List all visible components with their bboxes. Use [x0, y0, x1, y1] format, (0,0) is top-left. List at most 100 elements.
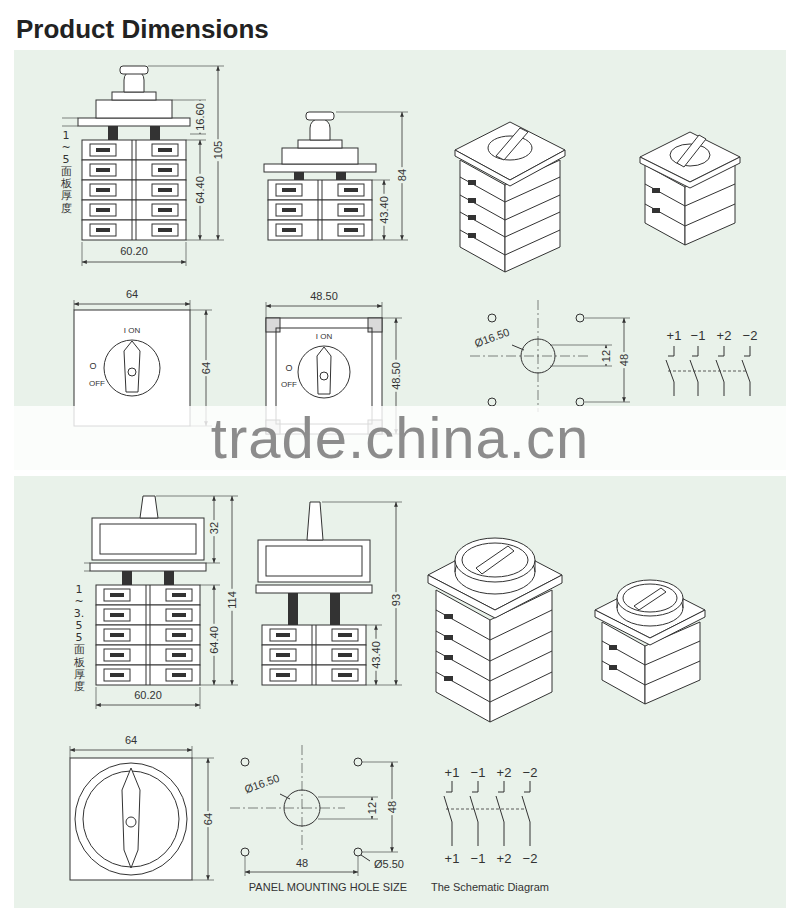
dimension: 64 — [203, 811, 214, 827]
contact-schematic — [446, 792, 452, 793]
panel-hole-view — [576, 314, 584, 322]
contact-schematic — [446, 809, 526, 810]
switch-side-view — [82, 220, 186, 240]
dimension-lines — [382, 318, 402, 319]
dimension-lines — [366, 685, 402, 686]
switch-side-view — [258, 540, 370, 582]
dimension: 43.40 — [379, 194, 390, 226]
watermark: trade.china.cn — [211, 409, 589, 467]
switch-3d-view — [602, 641, 645, 665]
dimension: 48 — [619, 352, 630, 368]
contact-schematic — [724, 382, 725, 396]
switch-side-view — [96, 100, 172, 118]
contact-schematic — [478, 781, 479, 792]
dimension: 12 — [601, 348, 612, 364]
dimension-lines — [82, 262, 186, 263]
terminal-label: −2 — [523, 766, 538, 779]
switch-3d-view — [677, 135, 706, 167]
switch-3d-view — [436, 672, 490, 702]
switch-3d-view — [617, 580, 683, 616]
contact-schematic — [718, 356, 724, 357]
contact-schematic — [750, 382, 751, 396]
switch-front-view — [122, 768, 140, 868]
switch-front-view — [70, 758, 192, 880]
dimension-lines — [70, 750, 192, 751]
switch-front-view — [317, 347, 331, 394]
dimension-lines — [322, 502, 402, 685]
panel-hole-view — [488, 314, 496, 322]
panel-hole-view — [538, 300, 539, 412]
switch-side-view — [268, 200, 372, 220]
switch-3d-view — [455, 122, 565, 180]
panel-hole-view — [230, 745, 398, 876]
panel-hole-view — [550, 366, 612, 367]
switch-3d-view — [444, 676, 453, 681]
contact-schematic — [698, 346, 699, 356]
switch-3d-view — [623, 584, 677, 612]
switch-3d-view — [490, 631, 552, 661]
switch-side-view — [264, 164, 376, 172]
switch-3d-view — [462, 543, 528, 577]
dimension-lines — [266, 302, 267, 318]
contact-schematic — [444, 781, 530, 846]
switch-side-view — [336, 172, 346, 180]
panel-hole-view — [550, 345, 612, 346]
dimension-lines — [70, 746, 214, 880]
dimension: 48 — [387, 799, 398, 815]
switch-3d-view — [645, 661, 700, 685]
dimension-lines — [322, 502, 402, 503]
switch-side-view — [122, 571, 132, 585]
dimension: 16.60 — [195, 101, 206, 133]
switch-side-view — [82, 140, 186, 160]
terminal-label: −2 — [523, 852, 538, 865]
dimension: 105 — [213, 139, 224, 161]
switch-front-view — [126, 817, 136, 827]
dimension-lines — [62, 126, 78, 127]
terminal-label: −1 — [471, 852, 486, 865]
switch-3d-view — [436, 631, 490, 661]
contact-schematic — [452, 822, 453, 846]
switch-side-view — [84, 571, 90, 572]
contact-schematic — [498, 792, 504, 793]
switch-side-view — [96, 625, 200, 645]
switch-3d-view — [444, 614, 453, 619]
dimension-lines — [192, 758, 214, 759]
switch-front-view — [320, 372, 328, 380]
switch-3d-view — [640, 132, 740, 245]
dimension-lines — [336, 112, 408, 240]
dimension: Ø16.50 — [241, 772, 282, 796]
panel-hole-view — [245, 856, 246, 876]
dimension: 43.40 — [371, 639, 382, 671]
page-title: Product Dimensions — [16, 16, 269, 42]
panel-hole-view — [470, 356, 590, 357]
switch-side-view — [92, 518, 204, 560]
dimension-lines — [372, 180, 390, 181]
switch-side-view — [82, 160, 186, 180]
panel-hole-view — [512, 345, 524, 350]
switch-side-view — [264, 112, 376, 240]
contact-schematic — [744, 356, 750, 357]
dimension-lines — [70, 746, 71, 758]
dimension-lines — [74, 304, 190, 305]
switch-side-view — [262, 625, 366, 645]
caption-label: The Schematic Diagram — [431, 882, 549, 893]
switch-side-view — [90, 563, 206, 571]
dimension: 64 — [126, 289, 138, 300]
caption-label: PANEL MOUNTING HOLE SIZE — [249, 882, 407, 893]
panel-ground — [14, 50, 786, 908]
switch-front-view — [75, 763, 187, 875]
dimension: Ø16.50 — [471, 326, 512, 350]
switch-side-view — [84, 496, 206, 685]
switch-3d-view — [652, 188, 660, 193]
switch-side-view — [306, 112, 334, 120]
dimension-lines — [192, 746, 193, 758]
switch-3d-view — [428, 538, 562, 722]
switch-side-view — [298, 140, 342, 148]
panel-hole-view — [280, 794, 290, 799]
switch-3d-view — [645, 641, 700, 665]
dimension: 64.40 — [195, 174, 206, 206]
switch-side-view — [294, 172, 304, 180]
contact-schematic — [698, 382, 699, 396]
switch-side-view — [82, 180, 186, 200]
dimension: 60.20 — [134, 690, 162, 701]
